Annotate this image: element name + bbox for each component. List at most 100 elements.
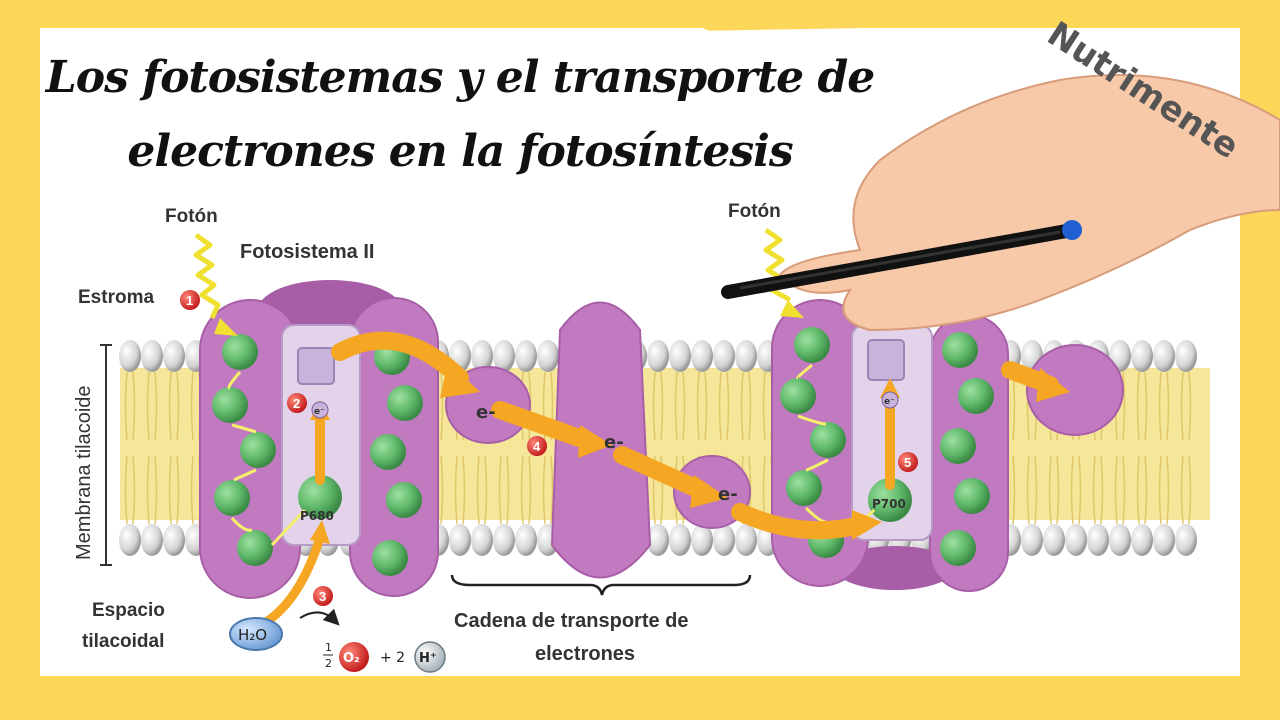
electron-label-2: e- <box>604 432 624 453</box>
lipid-tail <box>674 371 678 441</box>
lipid-head <box>713 340 735 372</box>
lipid-tail <box>484 455 488 525</box>
lipid-head <box>119 340 141 372</box>
lipid-head <box>493 340 515 372</box>
svg-text:5: 5 <box>904 455 911 470</box>
step-badge-3: 3 <box>313 586 333 606</box>
lipid-tail <box>1026 455 1030 525</box>
lipid-tail <box>726 371 730 441</box>
lipid-head <box>515 340 537 372</box>
lipid-tail <box>440 371 444 441</box>
lipid-head <box>735 340 757 372</box>
chain-bracket <box>450 574 752 596</box>
electron-flow-arrowheads <box>310 362 1070 544</box>
lipid-tail <box>176 455 180 525</box>
lipid-tail <box>154 371 158 441</box>
plus-two-label: + 2 <box>380 650 405 666</box>
lipid-tail <box>1166 455 1170 525</box>
electron-dot-psii-label: e⁻ <box>314 407 325 417</box>
energy-transfer-arrows <box>227 363 876 547</box>
stroma-label: Estroma <box>78 287 154 308</box>
p680-label: P680 <box>300 509 334 523</box>
half-numerator: 1 <box>325 641 332 654</box>
lipid-tail <box>1136 455 1140 525</box>
lipid-tail <box>1144 455 1148 525</box>
lipid-tail <box>718 371 722 441</box>
lipid-tail <box>1144 371 1148 441</box>
lipid-tail <box>190 455 194 525</box>
lipid-tail <box>154 455 158 525</box>
lipid-tail <box>1122 371 1126 441</box>
lumen-label-2: tilacoidal <box>82 631 164 652</box>
lipid-tail <box>176 371 180 441</box>
lipid-tail <box>124 371 128 441</box>
lipid-tail <box>132 371 136 441</box>
chlorophyll-group-psi <box>780 327 994 566</box>
lipid-head <box>537 340 559 372</box>
lipid-tail <box>762 371 766 441</box>
title-line-2: electrones en la fotosíntesis <box>127 126 793 177</box>
lipid-tail <box>528 455 532 525</box>
lipid-tail <box>1048 455 1052 525</box>
lipid-tail <box>1158 371 1162 441</box>
lipid-head <box>163 340 185 372</box>
lipid-tail <box>520 455 524 525</box>
lipid-tail <box>168 455 172 525</box>
lipid-head <box>647 524 669 556</box>
lipid-tail <box>462 455 466 525</box>
title-line-1: Los fotosistemas y el transporte de <box>45 52 875 103</box>
lipid-tail <box>1180 371 1184 441</box>
photon-arrowhead-right <box>780 300 804 318</box>
lipid-tail <box>1188 371 1192 441</box>
step-badge-4: 4 <box>527 436 547 456</box>
lipid-tail <box>1188 455 1192 525</box>
lipid-tail <box>1158 455 1162 525</box>
lipid-tail <box>660 455 664 525</box>
lipid-tail <box>682 371 686 441</box>
lipid-tail <box>1012 455 1016 525</box>
svg-text:3: 3 <box>319 589 326 604</box>
lipid-tail <box>440 455 444 525</box>
electron-dot-psii <box>311 401 329 419</box>
lipid-tail <box>1092 455 1096 525</box>
lipid-tail <box>704 371 708 441</box>
lipid-tail <box>1070 455 1074 525</box>
step-badge-2: 2 <box>287 393 307 413</box>
lipid-head <box>1109 524 1131 556</box>
lipid-head <box>1131 340 1153 372</box>
ferredoxin-complex <box>1026 344 1124 436</box>
lipid-tail <box>1100 455 1104 525</box>
hand-illustration <box>721 74 1280 332</box>
lipid-tail <box>506 455 510 525</box>
p700-label: P700 <box>872 497 906 511</box>
lipid-head <box>669 524 691 556</box>
lipid-tail <box>1122 455 1126 525</box>
lipid-tail <box>124 455 128 525</box>
lipid-tail <box>1114 455 1118 525</box>
lipid-head <box>471 340 493 372</box>
lipid-tail <box>740 371 744 441</box>
water-label: H₂O <box>238 626 267 644</box>
photon-label-left: Fotón <box>165 206 218 227</box>
lipid-head <box>691 340 713 372</box>
proton-label: H⁺ <box>419 651 437 666</box>
svg-text:2: 2 <box>293 396 300 411</box>
lipid-tail <box>454 455 458 525</box>
lipid-tail <box>1166 371 1170 441</box>
lipid-head <box>647 340 669 372</box>
lipid-head <box>1153 524 1175 556</box>
lipid-head <box>1021 524 1043 556</box>
lipid-head <box>141 524 163 556</box>
electron-dot-psi-label: e⁻ <box>884 397 895 407</box>
lipid-tail <box>132 455 136 525</box>
lipid-tail <box>652 371 656 441</box>
chain-label-2: electrones <box>535 643 635 665</box>
electron-label-1: e- <box>476 402 496 423</box>
photon-squiggle-left <box>193 232 221 320</box>
lipid-tail <box>1056 455 1060 525</box>
lipid-tail <box>1078 455 1082 525</box>
chlorophyll-group-psii <box>212 334 423 576</box>
lipid-tail <box>190 371 194 441</box>
lipid-tail <box>550 455 554 525</box>
photon-arrowhead-left <box>214 318 238 336</box>
